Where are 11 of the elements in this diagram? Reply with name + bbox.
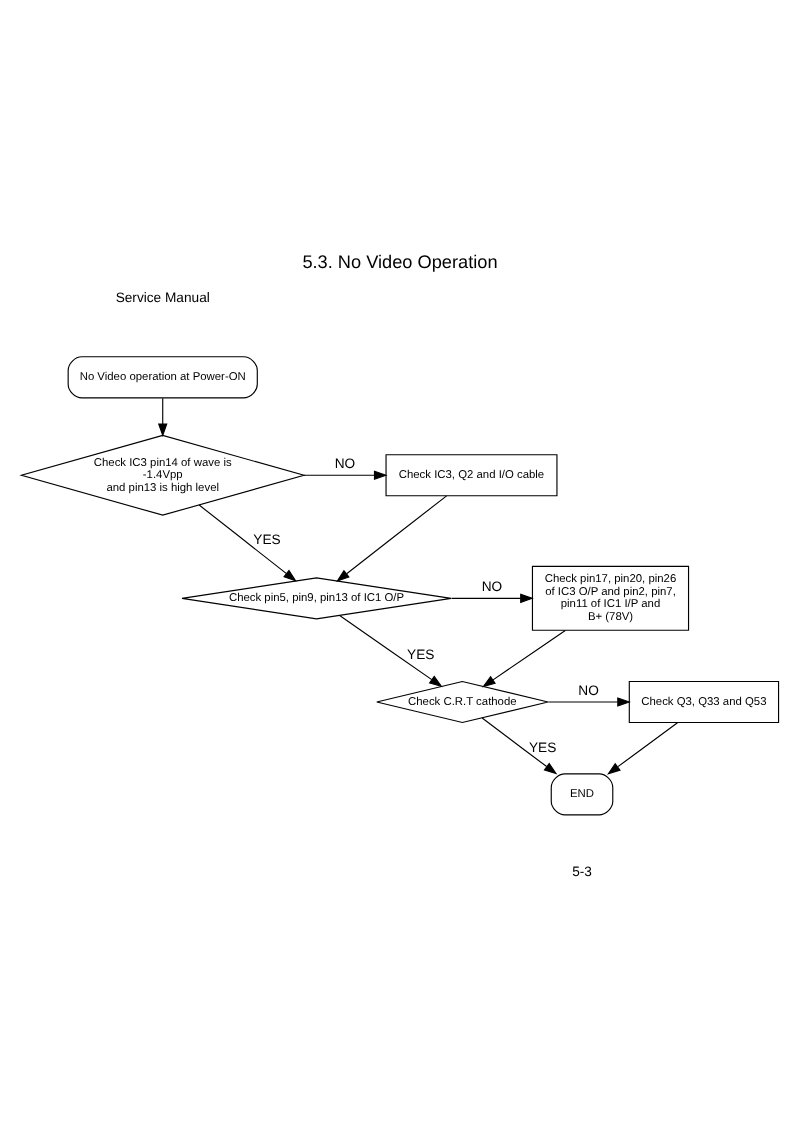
diagram-title: 5.3. No Video Operation	[302, 251, 498, 272]
arrow	[607, 722, 679, 775]
arrow	[481, 717, 558, 775]
arrow	[157, 397, 168, 438]
arrow	[547, 697, 631, 707]
arrow	[482, 629, 566, 688]
arrow	[303, 470, 388, 481]
arrow	[339, 614, 443, 688]
arrow	[336, 495, 448, 582]
arrow	[450, 593, 534, 604]
arrow	[198, 504, 297, 582]
